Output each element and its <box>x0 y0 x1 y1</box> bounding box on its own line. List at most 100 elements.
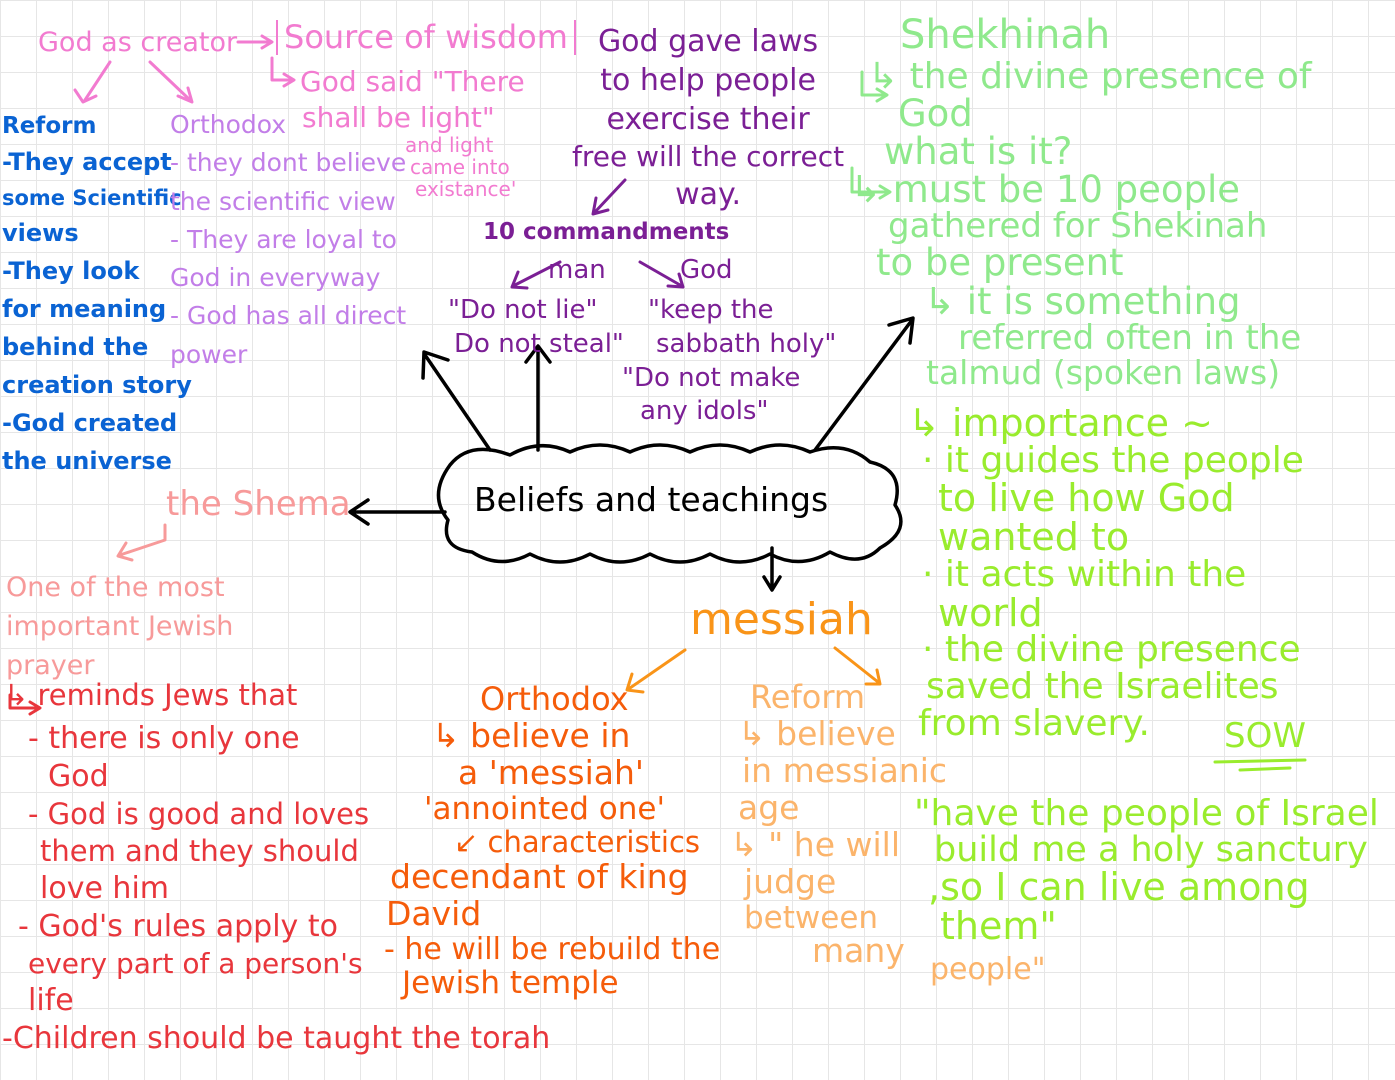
shekhinah-details: ↳ the divine presence of God what is it?… <box>850 58 1312 392</box>
messiah-reform-line: many <box>812 931 905 971</box>
reform-left-line: -They look <box>2 257 140 286</box>
shekhinah-title: Shekhinah <box>900 12 1111 58</box>
shema-intro-line: important Jewish <box>6 611 234 643</box>
messiah-orthodox-line: ↙ characteristics <box>454 825 701 860</box>
orthodox-left-line: power <box>170 339 248 369</box>
shema-intro: One of the most important Jewish prayer <box>6 568 233 685</box>
messiah-reform-line: in messianic <box>742 750 948 790</box>
god-quote: any idols" <box>640 396 769 427</box>
messiah-orthodox-line: - he will be rebuild the <box>384 931 721 967</box>
messiah-reform-line: ↳ " he will <box>730 824 901 864</box>
shekhinah-line: referred often in the <box>958 317 1302 358</box>
shekhinah-quote-line: "have the people of Israel <box>914 793 1379 834</box>
reform-left-line: views <box>2 219 79 248</box>
laws-text: God gave laws to help people exercise th… <box>572 22 844 214</box>
shekhinah-line: gathered for Shekinah <box>888 206 1268 247</box>
shema-points: - there is only one God - God is good an… <box>2 720 550 1058</box>
importance-line: wanted to <box>938 515 1130 560</box>
creator-quote-line: shall be light" <box>302 101 495 135</box>
orthodox-left: Orthodox - they dont believe the scienti… <box>170 106 406 374</box>
orthodox-left-line: - They are loyal to <box>170 224 397 254</box>
shekhinah-quote-line: ,so I can live among <box>928 865 1310 910</box>
messiah-orthodox-line: decendant of king <box>390 856 689 896</box>
shekhinah-importance: ↳ importance ~ · it guides the people to… <box>908 404 1304 743</box>
wisdom-box: Source of wisdom <box>276 20 576 55</box>
shekhinah-line: God <box>898 92 973 136</box>
laws-line: to help people <box>600 63 816 98</box>
god-quote: "Do not make <box>622 362 801 393</box>
reform-left-line: for meaning <box>2 295 167 324</box>
reform-left-line: the universe <box>2 446 172 475</box>
messiah-orthodox-title: Orthodox <box>480 680 629 718</box>
shekhinah-line: to be present <box>876 241 1124 285</box>
reform-left: Reform -They accept some Scientific view… <box>2 108 192 481</box>
messiah-orthodox-line: ↳ believe in <box>432 715 631 755</box>
orthodox-left-line: - they dont believe <box>170 148 407 178</box>
shema-point: life <box>28 982 74 1018</box>
messiah-title: messiah <box>690 594 873 645</box>
reform-left-line: -They accept <box>2 148 172 177</box>
shema-point: -Children should be taught the torah <box>2 1020 551 1056</box>
shekhinah-quote-end: people" <box>930 952 1046 987</box>
shekhinah-line: talmud (spoken laws) <box>926 352 1281 392</box>
messiah-reform-line: between <box>744 899 879 936</box>
messiah-orthodox: Orthodox ↳ believe in a 'messiah' 'annoi… <box>384 680 720 1001</box>
orthodox-left-title: Orthodox <box>170 110 287 139</box>
messiah-reform: Reform ↳ believe in messianic age ↳ " he… <box>730 678 948 971</box>
shekhinah-line: ↳ must be 10 people <box>850 168 1241 212</box>
shema-intro-line: prayer <box>6 650 95 682</box>
creator-quote-line: God said "There <box>300 65 525 98</box>
orthodox-left-line: God in everyway <box>170 263 381 292</box>
importance-line: from slavery. <box>918 702 1150 744</box>
shekhinah-quote-line: build me a holy sanctury <box>934 829 1368 870</box>
shekhinah-line: ↳ it is something <box>924 279 1241 323</box>
shema-point: God <box>48 759 109 795</box>
messiah-orthodox-line: a 'messiah' <box>458 752 644 792</box>
creator-quote-line: existance' <box>415 177 517 201</box>
importance-line: saved the Israelites <box>926 666 1279 708</box>
creator-quote-small: and light came into existance' <box>405 134 516 200</box>
orthodox-left-line: the scientific view <box>170 186 396 216</box>
man-quote: Do not steal" <box>454 328 624 359</box>
laws-line: way. <box>675 177 742 213</box>
shema-point: - there is only one <box>28 721 300 756</box>
man-quotes: "Do not lie" Do not steal" <box>448 294 624 362</box>
creator-title: God as creator <box>38 27 238 58</box>
messiah-orthodox-line: 'annointed one' <box>424 790 666 827</box>
shema-point: love him <box>40 870 170 906</box>
importance-line: · the divine presence <box>922 629 1301 671</box>
messiah-reform-line: age <box>738 787 800 827</box>
shema-point: - God is good and loves <box>28 797 370 832</box>
shema-point: every part of a person's <box>28 947 363 981</box>
man-label: man <box>548 255 606 285</box>
creator-quote: God said "There shall be light" <box>300 64 525 137</box>
center-topic: Beliefs and teachings <box>474 480 829 519</box>
messiah-reform-title: Reform <box>750 678 866 716</box>
shekhinah-line: ↳ the divine presence of <box>868 56 1312 97</box>
god-quote: "keep the <box>648 295 774 325</box>
god-quotes: "keep the sabbath holy" "Do not make any… <box>622 294 837 429</box>
orthodox-left-line: - God has all direct <box>170 301 407 331</box>
importance-line: world <box>938 590 1043 635</box>
creator-quote-line: came into <box>410 155 510 179</box>
god-quote: sabbath holy" <box>656 328 837 359</box>
reform-left-title: Reform <box>2 113 97 139</box>
laws-line: God gave laws <box>597 24 819 59</box>
importance-title: ↳ importance ~ <box>908 401 1213 445</box>
god-label: God <box>680 255 733 285</box>
shekhinah-quote-line: them" <box>940 904 1057 949</box>
messiah-orthodox-line: David <box>386 893 482 933</box>
messiah-reform-line: judge <box>744 861 837 901</box>
creator-quote-line: and light <box>405 133 494 157</box>
shema-point: them and they should <box>40 834 359 869</box>
reform-left-line: creation story <box>2 371 192 400</box>
messiah-orthodox-line: Jewish temple <box>402 965 619 1002</box>
reform-left-line: -God created <box>2 408 178 437</box>
laws-line: exercise their <box>606 102 810 137</box>
importance-line: to live how God <box>938 476 1235 521</box>
importance-line: · it acts within the <box>922 553 1247 595</box>
laws-line: free will the correct <box>572 140 845 173</box>
source-reference: SOW <box>1224 716 1306 756</box>
messiah-reform-line: ↳ believe <box>738 713 896 753</box>
shema-intro-line: One of the most <box>6 572 225 603</box>
